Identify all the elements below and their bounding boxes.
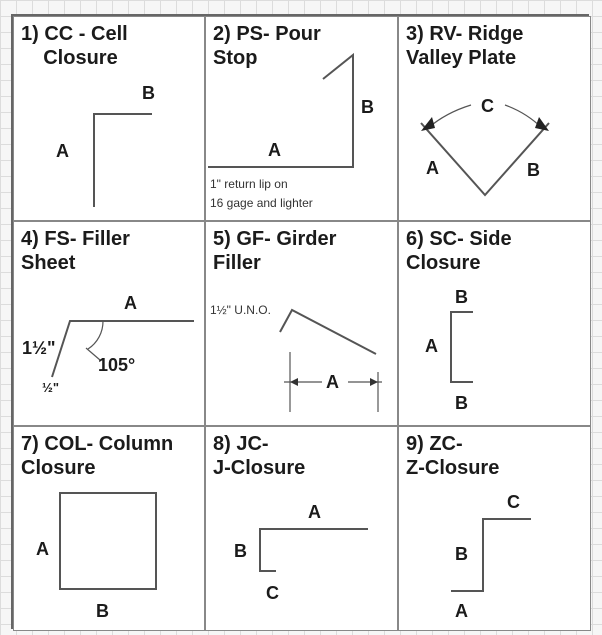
angle-leader (85, 347, 101, 361)
z-closure-drawing: C B A (451, 492, 531, 621)
label-a: A (56, 141, 69, 161)
filler-sheet-shape (51, 320, 194, 378)
dimension-arrow-right (370, 378, 378, 386)
label-c: C (507, 492, 520, 512)
side-closure-panel: 6) SC- Side Closure B A B (398, 221, 591, 426)
column-closure-drawing: A B (36, 492, 157, 621)
cell-closure-panel: 1) CC - Cell Closure A B (13, 16, 205, 221)
label-b: B (455, 544, 468, 564)
cell-closure-shape (93, 113, 152, 207)
ridge-valley-plate-panel: 3) RV- Ridge Valley Plate C A B (398, 16, 591, 221)
side-closure-drawing: B A B (425, 287, 473, 413)
label-b-bottom: B (455, 393, 468, 413)
girder-filler-panel: 5) GF- Girder Filler 1½" U.N.O. A (205, 221, 398, 426)
column-closure-panel: 7) COL- Column Closure A B (13, 426, 205, 631)
label-a: A (326, 372, 339, 392)
angle-105-degrees: 105° (98, 355, 135, 375)
label-a: A (455, 601, 468, 621)
pour-stop-shape (208, 52, 354, 168)
girder-filler-title: 5) GF- Girder Filler (213, 228, 337, 274)
label-b: B (234, 541, 247, 561)
arrow-right (535, 117, 549, 131)
dimension-half-inch: ½" (42, 380, 59, 395)
ridge-valley-shape (420, 122, 550, 197)
z-closure-shape (451, 518, 531, 592)
pour-stop-title: 2) PS- Pour Stop (213, 23, 321, 69)
label-a: A (36, 539, 49, 559)
return-lip-note-line1: 1" return lip on (210, 177, 288, 191)
label-a: A (426, 158, 439, 178)
angle-arc (87, 320, 104, 350)
label-b-top: B (455, 287, 468, 307)
column-closure-title: 7) COL- Column Closure (21, 433, 174, 479)
ridge-valley-plate-title: 3) RV- Ridge Valley Plate (406, 23, 524, 69)
label-b: B (142, 83, 155, 103)
filler-sheet-title: 4) FS- Filler Sheet (21, 228, 130, 274)
label-b: B (96, 601, 109, 621)
side-closure-title: 6) SC- Side Closure (406, 228, 512, 274)
label-a: A (124, 293, 137, 313)
label-a: A (425, 336, 438, 356)
pour-stop-panel: 2) PS- Pour Stop A B 1" return lip on 16… (205, 16, 398, 221)
z-closure-panel: 9) ZC- Z-Closure C B A (398, 426, 591, 631)
j-closure-panel: 8) JC- J-Closure A B C (205, 426, 398, 631)
z-closure-title: 9) ZC- Z-Closure (406, 433, 500, 479)
uno-note: 1½" U.N.O. (210, 303, 271, 317)
arrow-left (421, 117, 435, 131)
label-b: B (361, 97, 374, 117)
label-c: C (481, 96, 494, 116)
pour-stop-drawing: A B 1" return lip on 16 gage and lighter (208, 52, 374, 210)
j-closure-drawing: A B C (234, 502, 368, 603)
ridge-valley-plate-drawing: C A B (420, 96, 550, 197)
j-closure-shape (259, 528, 368, 572)
dimension-arrow-left (290, 378, 298, 386)
closure-types-diagram: 1) CC - Cell Closure A B 2) PS- Pour Sto… (11, 14, 591, 631)
label-c: C (266, 583, 279, 603)
label-b: B (527, 160, 540, 180)
filler-sheet-drawing: A 1½" ½" 105° (22, 293, 194, 395)
side-closure-shape (450, 311, 473, 383)
girder-filler-drawing: 1½" U.N.O. A (210, 303, 382, 412)
return-lip-note-line2: 16 gage and lighter (210, 196, 313, 210)
j-closure-title: 8) JC- J-Closure (213, 433, 306, 479)
cell-closure-drawing: A B (56, 83, 155, 207)
cell-closure-title: 1) CC - Cell Closure (21, 23, 128, 69)
column-closure-shape (59, 492, 157, 590)
filler-sheet-panel: 4) FS- Filler Sheet A 1½" ½" 105° (13, 221, 205, 426)
label-a: A (308, 502, 321, 522)
dimension-one-and-half-inch: 1½" (22, 338, 56, 358)
label-a: A (268, 140, 281, 160)
girder-filler-shape (279, 308, 377, 355)
